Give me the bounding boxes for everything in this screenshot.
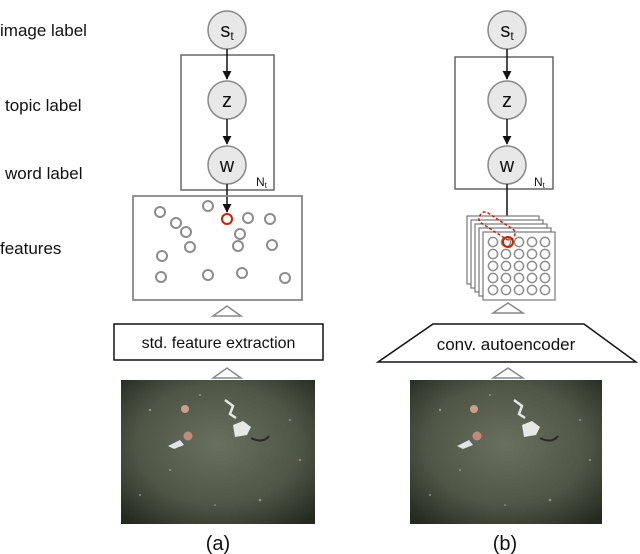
feature-map-cell	[526, 236, 538, 248]
feature-map-cell	[487, 236, 499, 248]
panel-b: st Nt z w conv. autoencoder	[375, 10, 639, 554]
highlighted-feature-b	[502, 236, 514, 248]
receptive-field-highlight	[478, 211, 516, 241]
feature-point	[156, 250, 168, 262]
feature-point	[202, 200, 214, 212]
feature-map-cell	[500, 272, 512, 284]
feature-point	[184, 241, 196, 253]
row-label-features: features	[0, 239, 61, 258]
plate-label-a: Nt	[256, 175, 268, 190]
connector-triangle-b-bottom	[490, 367, 526, 379]
feature-map-cell	[539, 284, 551, 296]
feature-map-stack	[466, 215, 556, 301]
feature-map-cell	[526, 284, 538, 296]
feature-point	[154, 206, 166, 218]
feature-point	[232, 240, 244, 252]
feature-map-cell	[539, 236, 551, 248]
feature-map-cell	[487, 248, 499, 260]
connector-triangle-a-top	[210, 305, 244, 317]
feature-map-layer	[482, 231, 556, 301]
feature-map-cell	[513, 248, 525, 260]
row-label-word: word label	[4, 164, 83, 183]
plate-b	[454, 56, 554, 190]
caption-a: (a)	[206, 533, 230, 554]
seafloor-image-b	[410, 380, 602, 524]
highlighted-feature-a	[221, 213, 233, 225]
node-z-label-b: z	[502, 90, 512, 112]
node-w-label-b: w	[499, 155, 515, 177]
feature-map-cell	[513, 272, 525, 284]
connector-triangle-a-bottom	[210, 367, 244, 379]
features-box-a	[132, 195, 303, 301]
feature-map-cell	[500, 284, 512, 296]
feature-point	[264, 213, 276, 225]
feature-map-cell	[513, 236, 525, 248]
feature-point	[170, 217, 182, 229]
autoencoder-shape-b	[375, 323, 639, 363]
feature-map-cell	[539, 248, 551, 260]
feature-map-cell	[500, 248, 512, 260]
node-w-label-a: w	[219, 155, 235, 177]
feature-map-cell	[500, 260, 512, 272]
feature-point	[202, 269, 214, 281]
node-s-label-b: st	[500, 20, 514, 43]
feature-point	[242, 212, 254, 224]
row-label-image: image label	[0, 21, 87, 40]
feature-map-cell	[487, 272, 499, 284]
caption-b: (b)	[493, 533, 517, 554]
node-z-label-a: z	[222, 90, 232, 112]
feature-map-cell	[539, 272, 551, 284]
feature-map-cell	[526, 260, 538, 272]
feature-map-cell	[526, 248, 538, 260]
plate-label-b: Nt	[534, 175, 546, 190]
feature-point	[266, 239, 278, 251]
row-label-topic: topic label	[5, 96, 82, 115]
feature-map-cell	[526, 272, 538, 284]
feature-map-cell	[539, 260, 551, 272]
feature-point	[279, 272, 291, 284]
feature-map-cell	[513, 260, 525, 272]
feature-point	[180, 226, 192, 238]
feature-map-cell	[513, 284, 525, 296]
extractor-box-a	[113, 323, 324, 361]
feature-point	[234, 228, 246, 240]
extractor-label-b: conv. autoencoder	[437, 335, 576, 354]
panel-a: st Nt z w	[113, 10, 324, 554]
feature-map-cell	[487, 260, 499, 272]
extractor-label-a: std. feature extraction	[142, 335, 296, 352]
feature-map-cell	[487, 284, 499, 296]
feature-point	[236, 267, 248, 279]
feature-point	[155, 271, 167, 283]
connector-triangle-b-top	[490, 302, 526, 314]
seafloor-image-a	[121, 380, 315, 524]
node-s-label-a: st	[220, 20, 234, 43]
feature-points-a	[154, 200, 291, 284]
